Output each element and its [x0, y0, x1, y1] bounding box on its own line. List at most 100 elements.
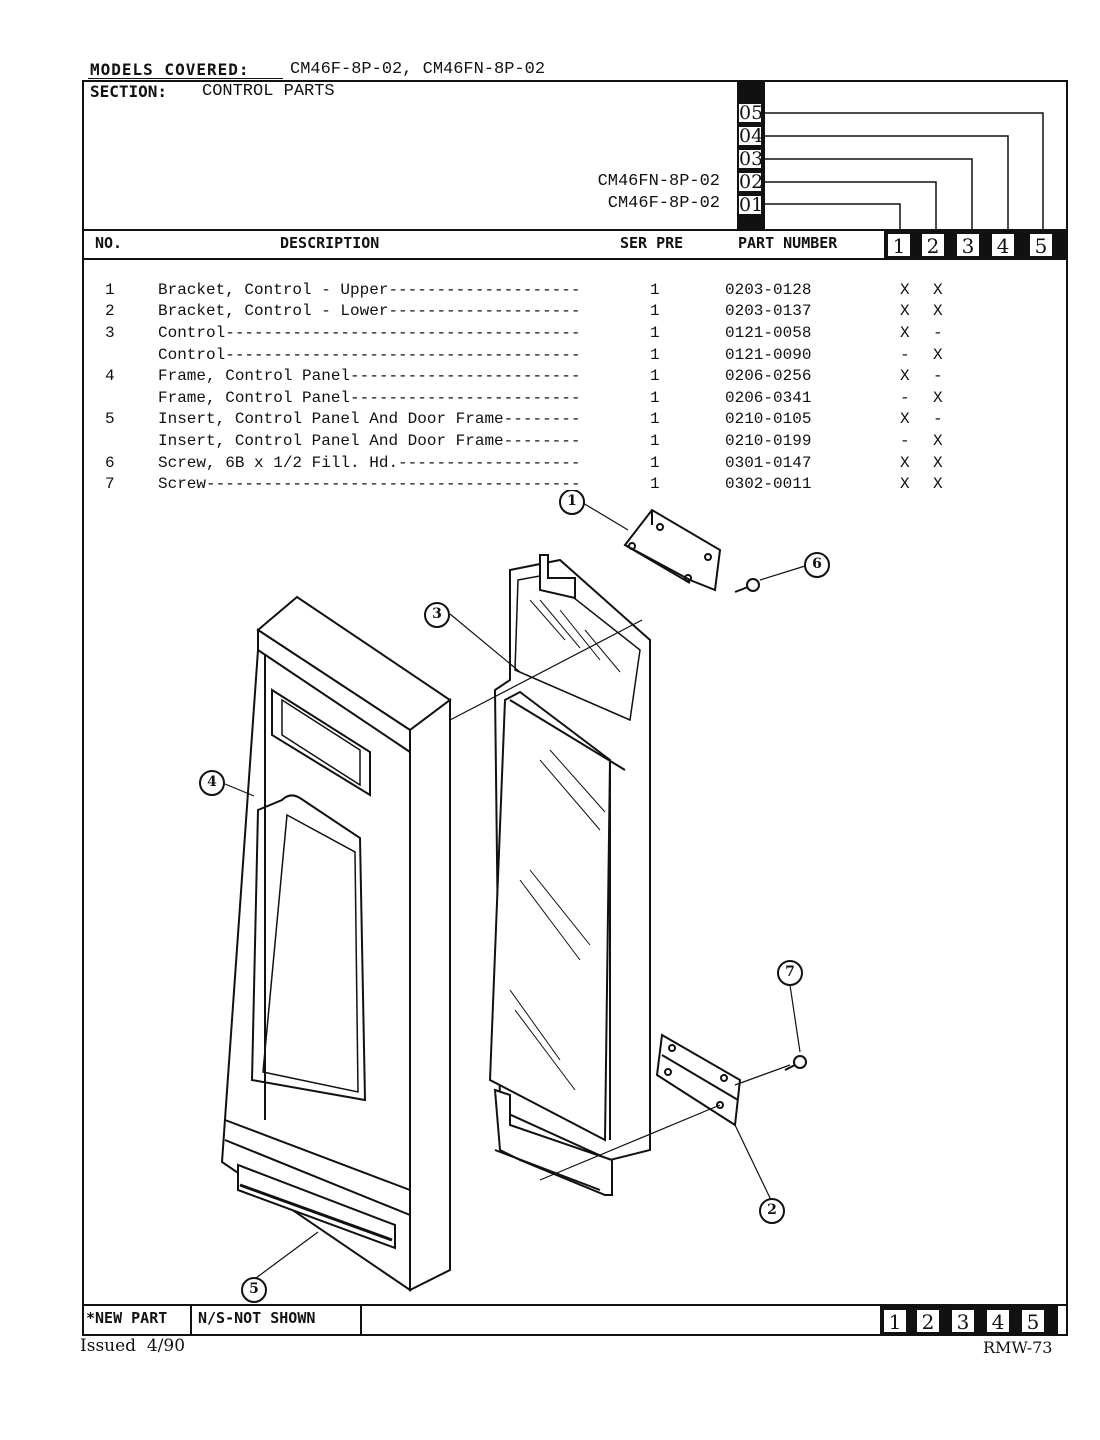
- col-header-top-rule: [82, 229, 1068, 231]
- row-qty: 1: [650, 346, 660, 364]
- model-col-4: 4: [990, 232, 1016, 258]
- new-part-legend: *NEW PART: [86, 1309, 168, 1327]
- model-code-01: 01: [737, 194, 764, 216]
- row-model-2: X: [933, 302, 943, 320]
- row-model-1: X: [900, 281, 910, 299]
- footer-divider-2: [360, 1305, 362, 1335]
- callout-5: [241, 1277, 267, 1303]
- model-code-03: 03: [737, 148, 764, 170]
- issued-date: Issued 4/90: [80, 1336, 186, 1356]
- model-col-5: 5: [1028, 232, 1054, 258]
- model-col-2: 2: [920, 232, 946, 258]
- callout-label-3: 3: [432, 606, 442, 622]
- glass-hatching: [509, 599, 621, 1091]
- callout-label-2: 2: [767, 1202, 777, 1218]
- table-row: 4 Frame, Control Panel------------------…: [100, 367, 1000, 388]
- model-connector-lines: [765, 112, 1044, 233]
- row-description: Frame, Control Panel--------------------…: [158, 389, 581, 407]
- row-qty: 1: [650, 475, 660, 493]
- lower-bracket: [655, 1033, 742, 1127]
- row-model-2: X: [933, 389, 943, 407]
- callout-label-7: 7: [785, 964, 795, 980]
- callout-7: [777, 960, 803, 986]
- row-description: Control---------------------------------…: [158, 324, 581, 342]
- row-no: 3: [105, 324, 115, 342]
- row-model-1: X: [900, 367, 910, 385]
- row-part-number: 0210-0199: [725, 432, 812, 450]
- row-part-number: 0210-0105: [725, 410, 812, 428]
- row-part-number: 0206-0256: [725, 367, 812, 385]
- row-model-2: X: [933, 475, 943, 493]
- row-qty: 1: [650, 389, 660, 407]
- footer-divider-1: [190, 1305, 192, 1335]
- callout-label-1: 1: [567, 493, 577, 509]
- col-no: NO.: [95, 234, 123, 252]
- row-description: Screw-----------------------------------…: [158, 475, 581, 493]
- row-no: 4: [105, 367, 115, 385]
- row-model-2: X: [933, 454, 943, 472]
- row-qty: 1: [650, 324, 660, 342]
- models-covered-label: MODELS COVERED:: [90, 60, 250, 79]
- row-description: Control---------------------------------…: [158, 346, 581, 364]
- row-part-number: 0302-0011: [725, 475, 812, 493]
- row-model-2: -: [933, 410, 943, 428]
- table-row: 1 Bracket, Control - Upper--------------…: [100, 281, 1000, 302]
- row-qty: 1: [650, 454, 660, 472]
- row-part-number: 0203-0128: [725, 281, 812, 299]
- row-model-2: -: [933, 367, 943, 385]
- row-qty: 1: [650, 432, 660, 450]
- callout-3: [424, 602, 450, 628]
- row-part-number: 0121-0058: [725, 324, 812, 342]
- row-no: 7: [105, 475, 115, 493]
- model-code-02: 02: [737, 171, 764, 193]
- row-model-1: X: [900, 454, 910, 472]
- row-description: Frame, Control Panel--------------------…: [158, 367, 581, 385]
- row-no: 1: [105, 281, 115, 299]
- row-part-number: 0301-0147: [725, 454, 812, 472]
- table-row: 7 Screw---------------------------------…: [100, 475, 1000, 496]
- footer-col-4: 4: [985, 1308, 1011, 1334]
- callout-6: [804, 552, 830, 578]
- header-underline: [88, 78, 283, 79]
- row-model-1: X: [900, 410, 910, 428]
- row-description: Bracket, Control - Upper----------------…: [158, 281, 581, 299]
- row-model-2: X: [933, 432, 943, 450]
- row-qty: 1: [650, 367, 660, 385]
- page-frame: [82, 80, 1068, 1336]
- row-no: 2: [105, 302, 115, 320]
- row-description: Bracket, Control - Lower----------------…: [158, 302, 581, 320]
- document-code: RMW-73: [983, 1338, 1053, 1357]
- row-model-2: -: [933, 324, 943, 342]
- footer-top-rule: [82, 1304, 1068, 1306]
- exploded-parts-diagram: [199, 490, 830, 1303]
- row-qty: 1: [650, 410, 660, 428]
- callout-label-4: 4: [207, 774, 217, 790]
- section-label: SECTION:: [90, 82, 168, 101]
- row-model-2: X: [933, 346, 943, 364]
- callout-4: [199, 770, 225, 796]
- row-model-1: -: [900, 432, 910, 450]
- row-model-2: X: [933, 281, 943, 299]
- control-assembly: [488, 554, 651, 1196]
- footer-col-3: 3: [950, 1308, 976, 1334]
- table-row: 2 Bracket, Control - Lower--------------…: [100, 302, 1000, 323]
- footer-col-1: 1: [882, 1308, 908, 1334]
- row-model-1: -: [900, 346, 910, 364]
- row-no: 5: [105, 410, 115, 428]
- callout-2: [759, 1198, 785, 1224]
- callout-1: [559, 490, 585, 515]
- model-name-01: CM46F-8P-02: [607, 194, 720, 213]
- model-name-02: CM46FN-8P-02: [597, 172, 720, 191]
- table-row: 6 Screw, 6B x 1/2 Fill. Hd.-------------…: [100, 454, 1000, 475]
- row-description: Screw, 6B x 1/2 Fill. Hd.---------------…: [158, 454, 581, 472]
- table-row: 5 Insert, Control Panel And Door Frame--…: [100, 410, 1000, 431]
- row-qty: 1: [650, 281, 660, 299]
- section-value: CONTROL PARTS: [202, 82, 335, 101]
- model-col-3: 3: [955, 232, 981, 258]
- row-model-1: X: [900, 475, 910, 493]
- model-code-05: 05: [737, 102, 764, 124]
- callout-label-5: 5: [249, 1281, 259, 1297]
- screw-7: [784, 1055, 807, 1071]
- callout-circles: [199, 490, 830, 1303]
- screw-6: [734, 578, 760, 593]
